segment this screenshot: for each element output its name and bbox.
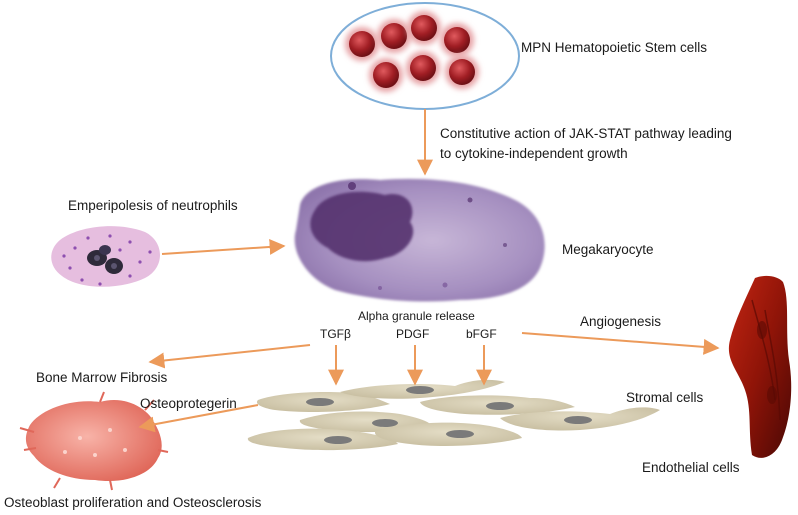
- arrow-neutrophil-to-megakaryocyte: [161, 238, 286, 255]
- arrow-angiogenesis: [521, 332, 720, 355]
- stromal-cells-group: [247, 379, 660, 451]
- angiogenesis-label: Angiogenesis: [580, 314, 662, 329]
- hsc-cell: [345, 27, 379, 61]
- stromal-cell: [247, 428, 398, 451]
- osteoblast-cell: [19, 391, 169, 491]
- jak-stat-label-line2: to cytokine-independent growth: [440, 146, 628, 161]
- megakaryocyte-nucleus: [310, 191, 414, 262]
- tgf-beta-label: TGFβ: [320, 327, 351, 341]
- hsc-cell: [407, 11, 441, 45]
- hsc-group: [330, 2, 520, 110]
- pdgf-label: PDGF: [396, 327, 430, 341]
- hsc-cell: [440, 23, 474, 57]
- stromal-cells-label: Stromal cells: [626, 390, 704, 405]
- endothelial-cells-label: Endothelial cells: [642, 460, 740, 475]
- osteoprotegerin-label: Osteoprotegerin: [140, 396, 237, 411]
- neutrophil-emperipolesis-cell: [51, 226, 160, 287]
- hsc-label: MPN Hematopoietic Stem cells: [521, 40, 708, 55]
- hsc-cell: [445, 55, 479, 89]
- emperipolesis-label: Emperipolesis of neutrophils: [68, 198, 238, 213]
- endothelial-cells: [728, 275, 792, 458]
- bone-marrow-fibrosis-label: Bone Marrow Fibrosis: [36, 370, 168, 385]
- megakaryocyte-label: Megakaryocyte: [562, 242, 654, 257]
- hsc-cell: [369, 58, 403, 92]
- hsc-cell: [377, 19, 411, 53]
- alpha-granule-label: Alpha granule release: [358, 309, 475, 323]
- jak-stat-label-line1: Constitutive action of JAK-STAT pathway …: [440, 126, 732, 141]
- hsc-cell: [406, 51, 440, 85]
- arrow-osteoprotegerin: [138, 404, 259, 433]
- osteoblast-label: Osteoblast proliferation and Osteosclero…: [4, 495, 262, 510]
- arrow-tgf-to-fibrosis: [148, 344, 311, 369]
- bfgf-label: bFGF: [466, 327, 497, 341]
- megakaryocyte-cell: [294, 178, 545, 302]
